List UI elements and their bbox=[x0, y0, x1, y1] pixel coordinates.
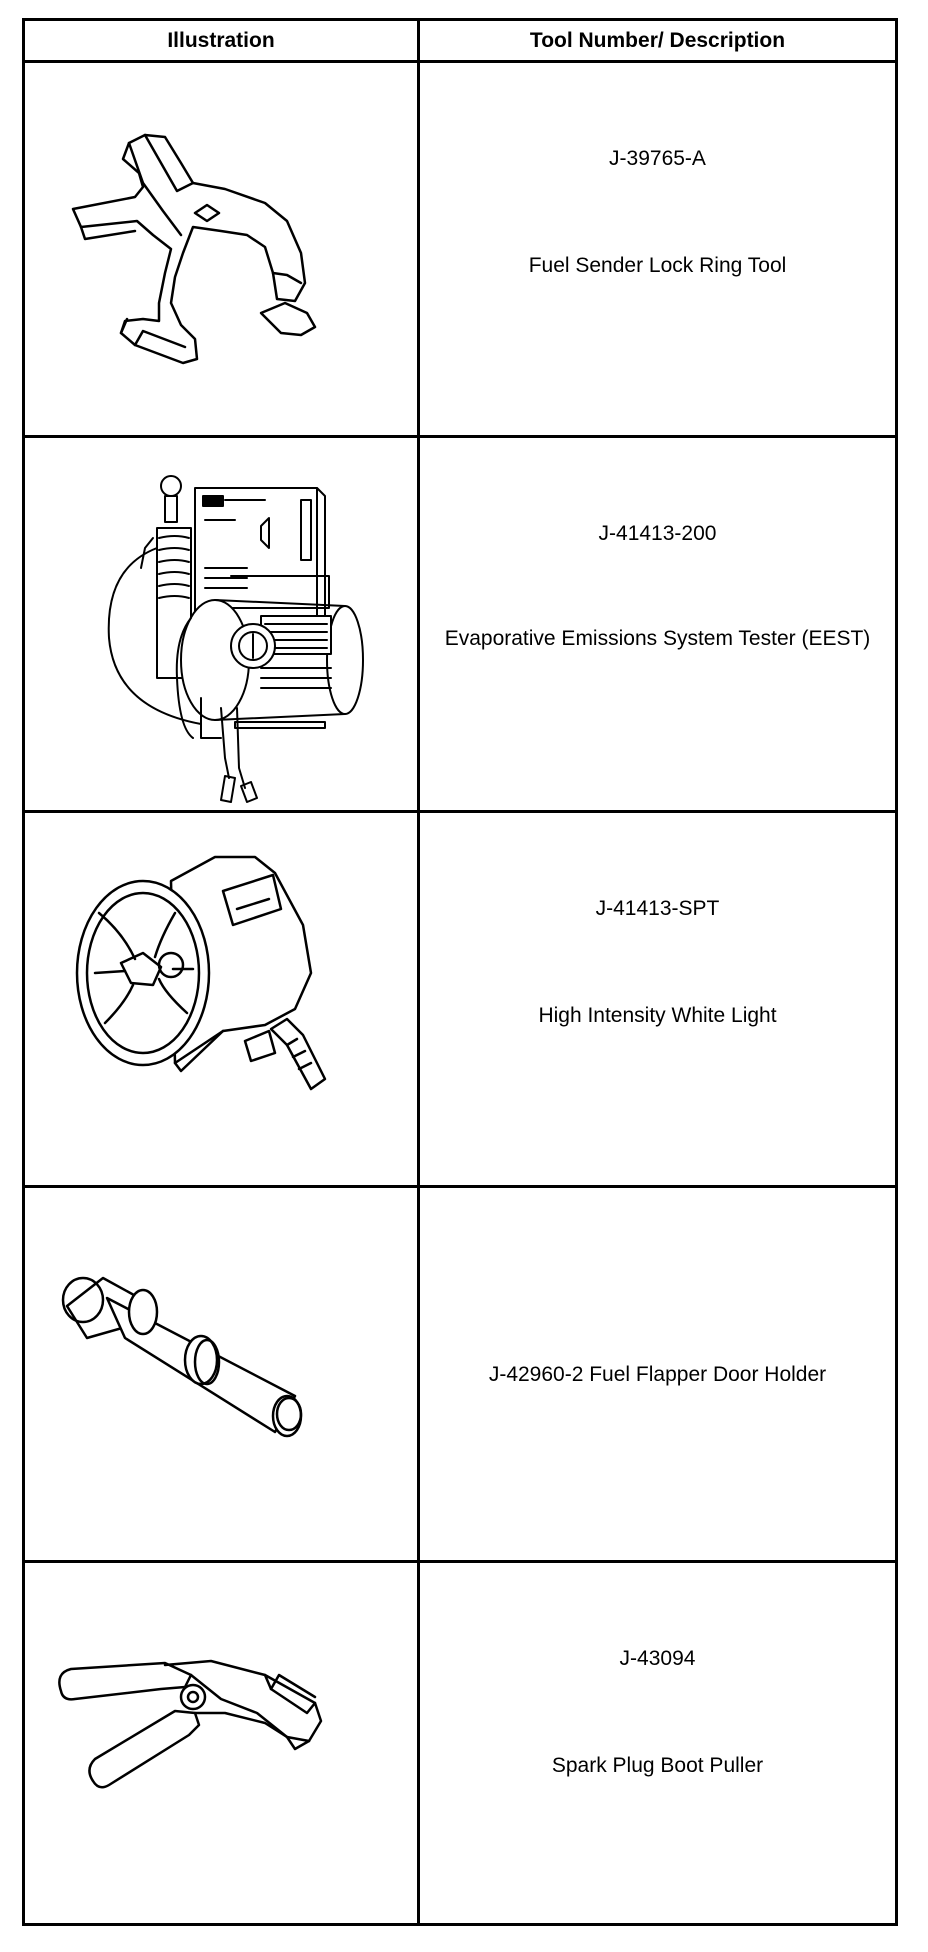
tool-number: J-43094 bbox=[619, 1647, 696, 1670]
boot-puller-icon bbox=[58, 1659, 323, 1789]
table-row: J-41413-SPT High Intensity White Light bbox=[25, 813, 895, 1188]
tool-number: J-41413-SPT bbox=[595, 897, 720, 920]
flapper-door-holder-icon bbox=[61, 1276, 303, 1438]
tool-description: Fuel Sender Lock Ring Tool bbox=[528, 254, 787, 277]
column-divider bbox=[417, 21, 420, 1923]
tool-number: J-41413-200 bbox=[598, 522, 717, 545]
header-illustration: Illustration bbox=[167, 28, 275, 52]
table-row: J-42960-2 Fuel Flapper Door Holder bbox=[25, 1188, 895, 1563]
lock-ring-tool-icon bbox=[71, 133, 317, 365]
table-row: J-39765-A Fuel Sender Lock Ring Tool bbox=[25, 63, 895, 438]
table-row: J-41413-200 Evaporative Emissions System… bbox=[25, 438, 895, 813]
emissions-tester-icon bbox=[107, 475, 364, 803]
table-row: J-43094 Spark Plug Boot Puller bbox=[25, 1563, 895, 1923]
tool-description: Evaporative Emissions System Tester (EES… bbox=[444, 627, 871, 650]
table-header: Illustration Tool Number/ Description bbox=[25, 21, 895, 63]
tool-number: J-39765-A bbox=[609, 147, 706, 170]
tools-table: Illustration Tool Number/ Description J-… bbox=[22, 18, 898, 1926]
tool-description: High Intensity White Light bbox=[538, 1004, 777, 1027]
spotlight-icon bbox=[75, 855, 327, 1091]
tool-description: Spark Plug Boot Puller bbox=[551, 1754, 764, 1777]
tool-number-description: J-42960-2 Fuel Flapper Door Holder bbox=[488, 1363, 827, 1386]
header-tool-number-description: Tool Number/ Description bbox=[529, 28, 786, 52]
